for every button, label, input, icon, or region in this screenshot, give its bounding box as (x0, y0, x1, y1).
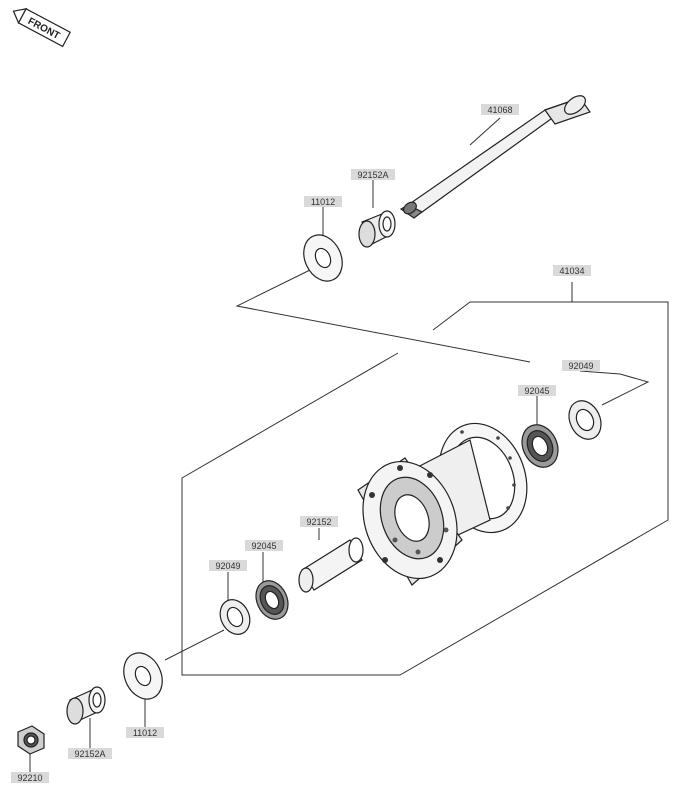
svg-text:41034: 41034 (559, 266, 584, 276)
spacer-center-part (298, 537, 364, 593)
svg-text:11012: 11012 (311, 197, 335, 207)
svg-text:92049: 92049 (215, 561, 240, 571)
label-collar-bottom: 92152A (68, 748, 112, 759)
label-seal-left: 92049 (209, 560, 247, 571)
svg-text:11012: 11012 (133, 728, 157, 738)
collar-top-part (358, 210, 396, 248)
svg-text:41068: 41068 (487, 105, 512, 115)
label-bearing-right: 92045 (518, 385, 556, 396)
label-bearing-left: 92045 (245, 540, 283, 551)
label-seal-right: 92049 (562, 360, 600, 371)
label-nut: 92210 (11, 772, 49, 783)
bearing-right-part (521, 424, 559, 468)
svg-text:92152: 92152 (306, 517, 331, 527)
svg-text:92152A: 92152A (357, 170, 388, 180)
axle-part (399, 95, 591, 219)
svg-text:92045: 92045 (524, 386, 549, 396)
leader-lines (29, 117, 650, 772)
svg-text:92049: 92049 (568, 361, 593, 371)
seal-right-part (568, 400, 602, 440)
washer-top-part (303, 234, 343, 282)
label-washer-bottom: 11012 (126, 727, 164, 738)
collar-bottom-part (66, 686, 106, 725)
seal-left-part (219, 599, 251, 635)
label-axle: 41068 (481, 104, 519, 115)
front-badge: FRONT (12, 7, 71, 48)
svg-text:92045: 92045 (251, 541, 276, 551)
label-hub-assembly: 41034 (553, 265, 591, 276)
label-washer-top: 11012 (304, 196, 342, 207)
label-spacer-center: 92152 (300, 516, 338, 527)
bearing-left-part (255, 580, 289, 620)
washer-bottom-part (123, 652, 163, 700)
svg-text:92152A: 92152A (74, 749, 105, 759)
nut-part (17, 725, 45, 755)
hub-assembly-frame (181, 282, 669, 676)
label-collar-top: 92152A (351, 169, 395, 180)
svg-text:92210: 92210 (17, 773, 42, 783)
hub-part (357, 422, 528, 586)
